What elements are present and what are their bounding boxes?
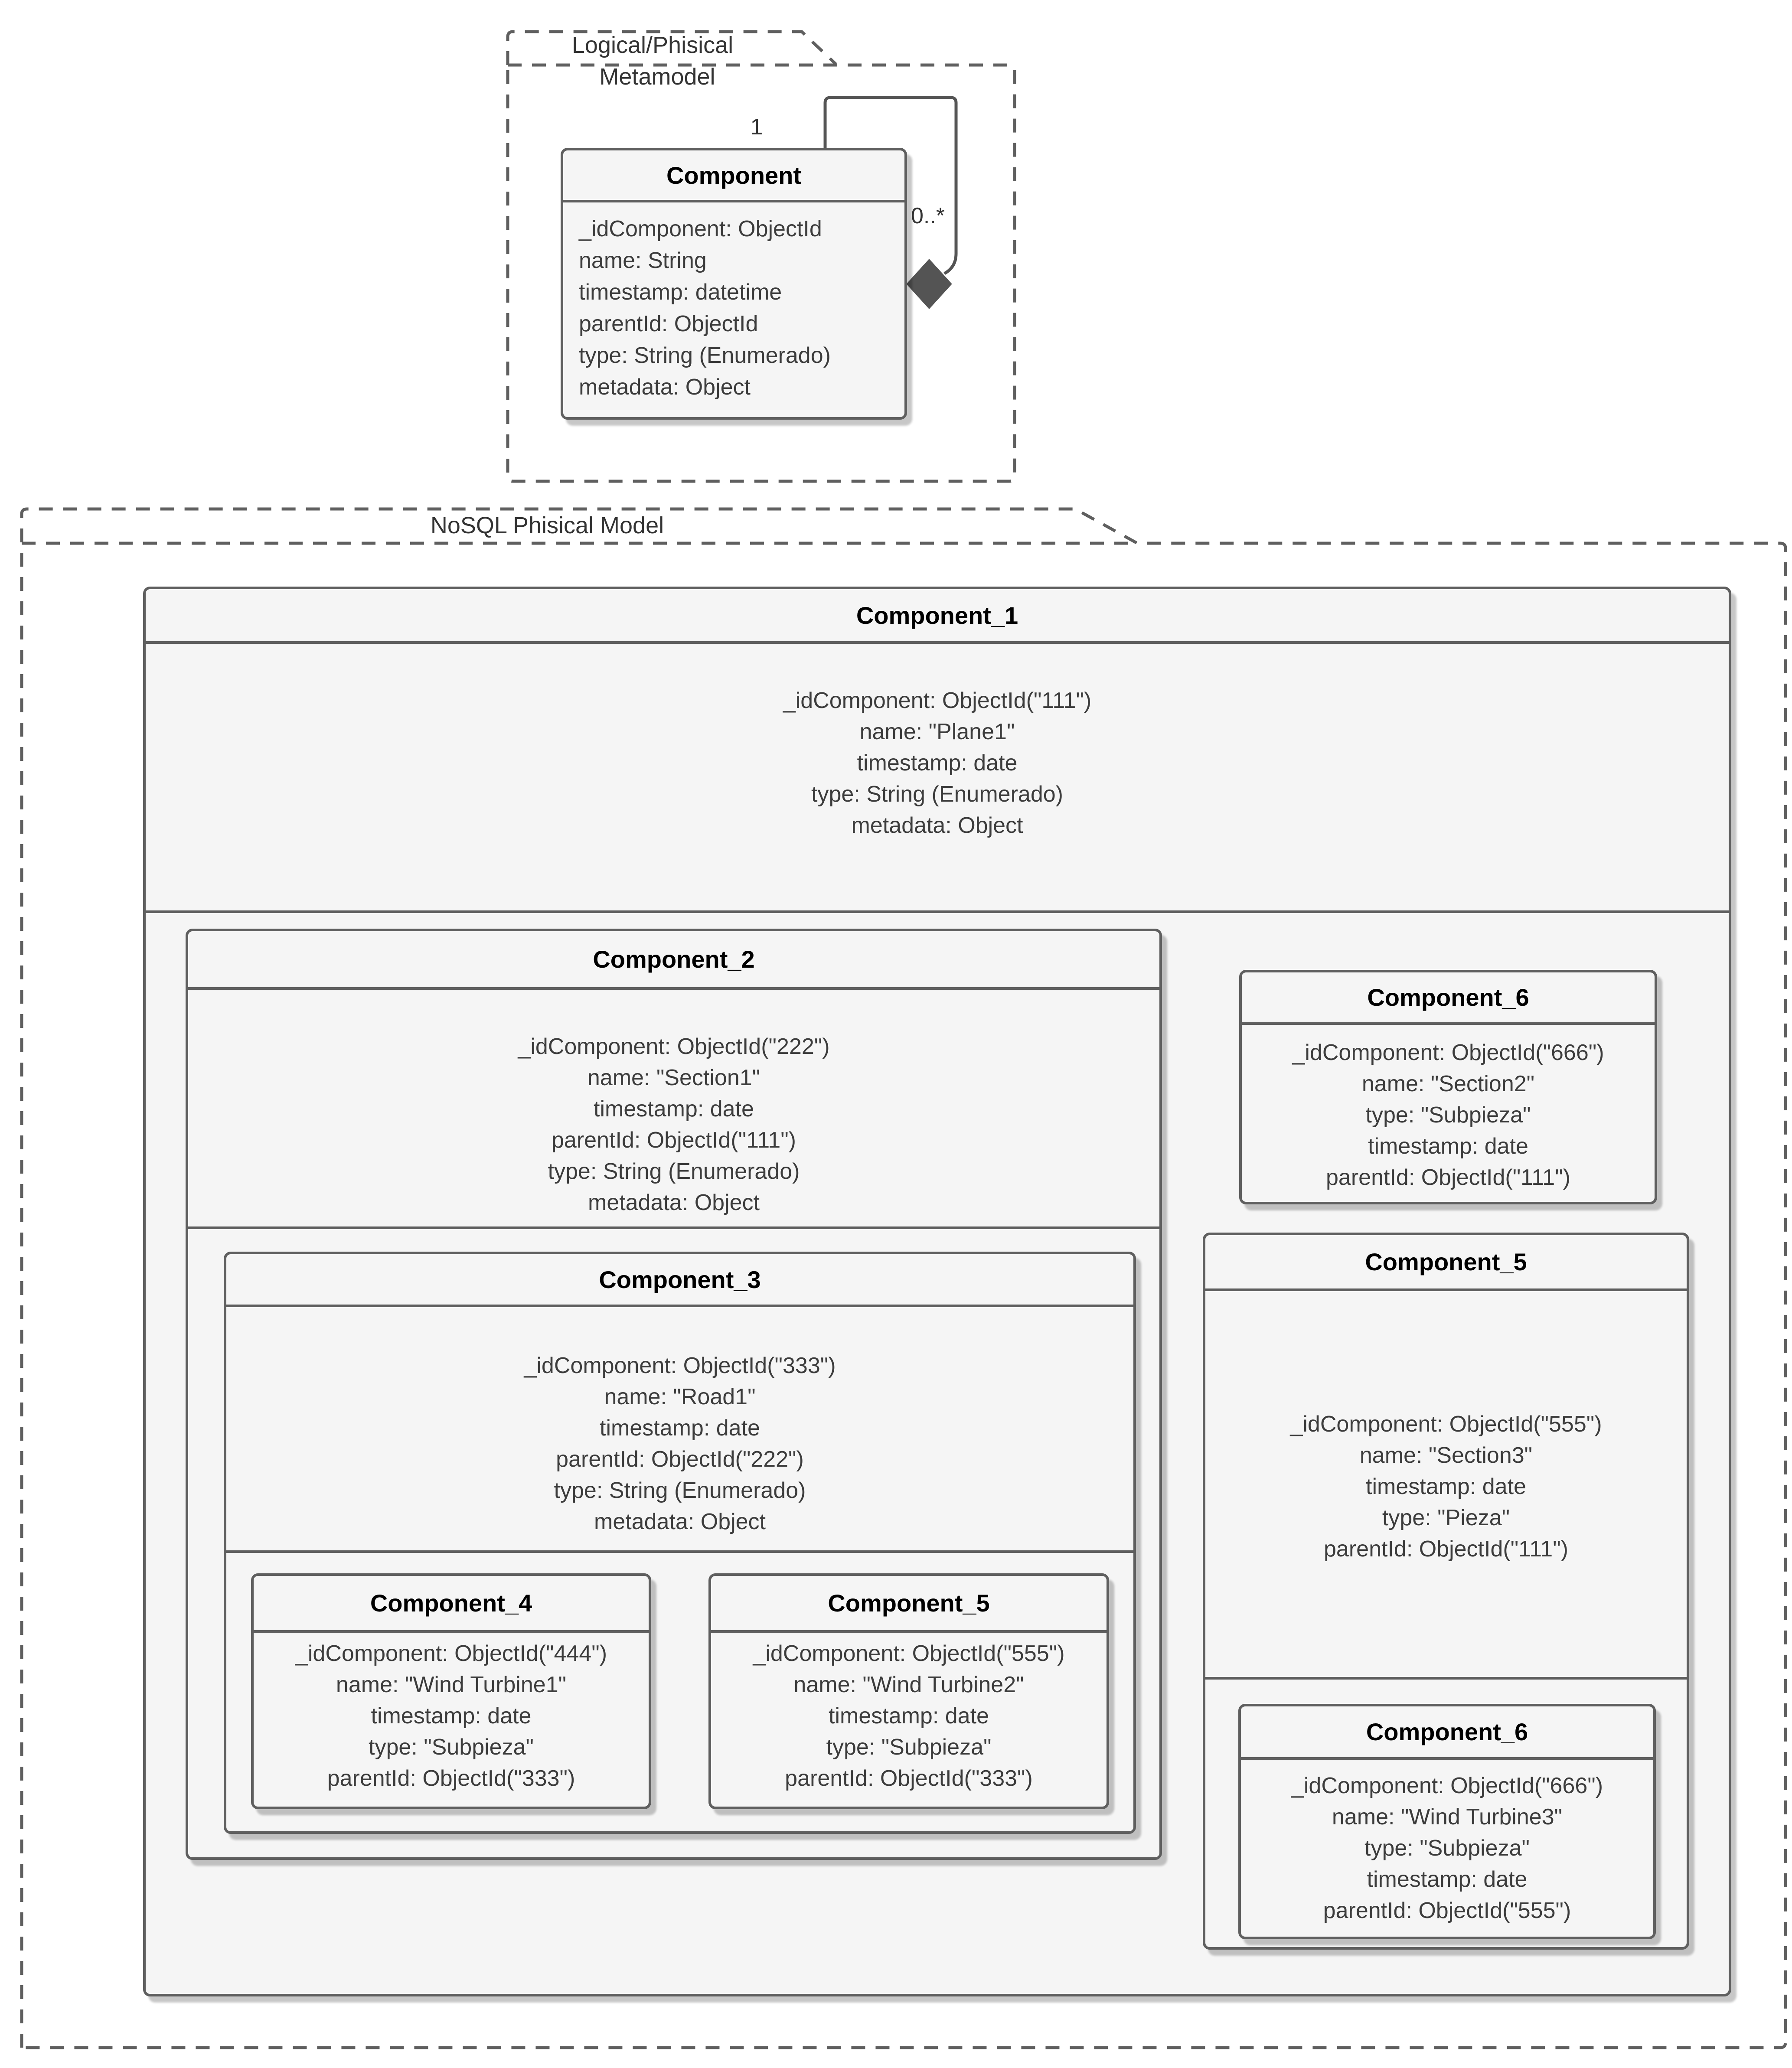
attribute-line: _idComponent: ObjectId("111") [783,688,1092,713]
attribute-line: type: String (Enumerado) [811,782,1063,807]
attributes-compartment: _idComponent: ObjectId name: String time… [563,202,904,403]
attribute-line: name: "Wind Turbine2" [793,1672,1024,1697]
attributes-compartment: _idComponent: ObjectId("666") name: "Sec… [1242,1025,1655,1193]
attribute-line: metadata: Object [579,375,751,400]
attribute-line: timestamp: datetime [579,280,782,305]
attribute-line: name: "Road1" [604,1384,756,1409]
attribute-line: type: String (Enumerado) [548,1159,800,1184]
attribute-line: _idComponent: ObjectId("555") [753,1641,1065,1666]
attribute-line: timestamp: date [829,1703,989,1729]
class-title: Component_5 [711,1576,1107,1633]
attributes-compartment: _idComponent: ObjectId("444") name: "Win… [254,1633,649,1794]
multiplicity-part-label: 0..* [911,203,945,228]
attribute-line: parentId: ObjectId("333") [327,1766,575,1791]
attribute-line: name: "Wind Turbine1" [336,1672,567,1697]
attribute-line: metadata: Object [851,813,1023,838]
attribute-line: timestamp: date [600,1416,760,1441]
attributes-compartment: _idComponent: ObjectId("666") name: "Win… [1241,1760,1653,1926]
attribute-line: parentId: ObjectId("111") [1326,1165,1570,1190]
class-box-component-metamodel[interactable]: Component _idComponent: ObjectId name: S… [561,148,907,420]
metamodel-package-label-line2: Metamodel [599,64,715,90]
class-box-component-4[interactable]: Component_4 _idComponent: ObjectId("444"… [251,1573,651,1809]
attribute-line: timestamp: date [1366,1474,1526,1499]
class-title: Component_6 [1242,972,1655,1025]
attribute-line: name: "Section1" [587,1065,761,1090]
attribute-line: _idComponent: ObjectId [579,216,822,241]
attribute-line: timestamp: date [371,1703,532,1729]
attributes-compartment: _idComponent: ObjectId("555") name: "Sec… [1205,1291,1687,1680]
attribute-line: parentId: ObjectId [579,311,758,336]
attribute-line: _idComponent: ObjectId("333") [524,1353,836,1378]
attribute-line: _idComponent: ObjectId("444") [295,1641,607,1666]
attribute-line: _idComponent: ObjectId("666") [1291,1773,1603,1798]
metamodel-package-tab-outline[interactable] [506,30,837,65]
attribute-line: parentId: ObjectId("111") [1324,1536,1568,1562]
nosql-package-label: NoSQL Phisical Model [430,512,664,538]
attribute-line: parentId: ObjectId("222") [556,1447,804,1472]
attribute-line: type: "Pieza" [1382,1505,1510,1530]
attribute-line: timestamp: date [1368,1134,1528,1159]
class-title: Component_4 [254,1576,649,1633]
attribute-line: _idComponent: ObjectId("222") [518,1034,830,1059]
attribute-line: parentId: ObjectId("111") [552,1128,796,1153]
nosql-package-outline[interactable] [20,507,1787,2049]
attributes-compartment: _idComponent: ObjectId("333") name: "Roa… [226,1307,1133,1553]
attributes-compartment: _idComponent: ObjectId("555") name: "Win… [711,1633,1107,1794]
class-title: Component [563,150,904,202]
attribute-line: type: "Subpieza" [826,1735,992,1760]
attribute-line: type: String (Enumerado) [554,1478,806,1503]
attribute-line: type: String (Enumerado) [579,343,831,368]
class-title: Component_2 [188,931,1159,990]
attribute-line: name: "Section3" [1359,1443,1533,1468]
attribute-line: metadata: Object [594,1509,766,1534]
class-title: Component_6 [1241,1706,1653,1760]
attribute-line: type: "Subpieza" [1364,1836,1530,1861]
attribute-line: timestamp: date [1367,1867,1528,1892]
attribute-line: name: "Plane1" [859,719,1015,744]
composition-diamond-icon [906,259,952,309]
attribute-line: _idComponent: ObjectId("555") [1290,1412,1602,1437]
class-box-component-5-inner[interactable]: Component_5 _idComponent: ObjectId("555"… [708,1573,1109,1809]
attribute-line: name: "Section2" [1361,1071,1535,1096]
attribute-line: type: "Subpieza" [1365,1102,1531,1128]
attributes-compartment: _idComponent: ObjectId("222") name: "Sec… [188,990,1159,1229]
attribute-line: _idComponent: ObjectId("666") [1292,1040,1604,1065]
attribute-line: type: "Subpieza" [369,1735,534,1760]
attribute-line: name: "Wind Turbine3" [1332,1804,1563,1830]
class-box-component-6-top[interactable]: Component_6 _idComponent: ObjectId("666"… [1239,970,1657,1204]
attribute-line: metadata: Object [588,1190,760,1215]
attribute-line: timestamp: date [594,1096,754,1122]
attribute-line: name: String [579,248,707,273]
association-line[interactable] [823,96,958,275]
attributes-compartment: _idComponent: ObjectId("111") name: "Pla… [146,644,1729,913]
class-title: Component_5 [1205,1235,1687,1291]
class-box-component-6-nested[interactable]: Component_6 _idComponent: ObjectId("666"… [1238,1704,1656,1939]
multiplicity-whole-label: 1 [750,114,763,140]
attribute-line: parentId: ObjectId("555") [1323,1898,1571,1923]
attribute-line: timestamp: date [857,750,1018,776]
class-title: Component_3 [226,1254,1133,1307]
metamodel-package-label-line1: Logical/Phisical [571,32,734,58]
class-title: Component_1 [146,589,1729,644]
component-self-association[interactable] [823,96,958,309]
attribute-line: parentId: ObjectId("333") [785,1766,1033,1791]
